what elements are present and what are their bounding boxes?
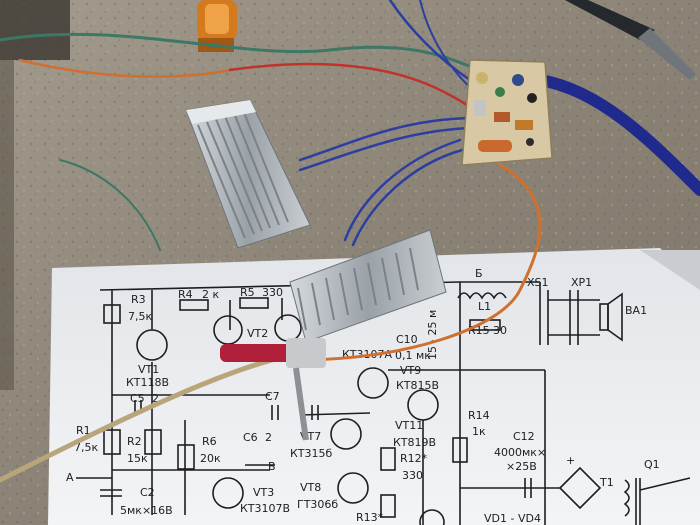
- label-R12-value: 330: [402, 469, 423, 482]
- label-C7: C7: [265, 390, 280, 403]
- label-R1-value: 7,5к: [74, 441, 98, 454]
- label-C12-value-1: 4000мк×: [494, 446, 546, 459]
- label-VT1: VT1: [138, 363, 159, 376]
- label-R14-value: 1к: [472, 425, 486, 438]
- label-VT8: VT8: [300, 481, 321, 494]
- label-B: В: [268, 460, 276, 473]
- heatsink-right: [289, 229, 447, 343]
- label-R14: R14: [468, 409, 490, 422]
- label-VT3-type: КТ3107В: [240, 502, 290, 515]
- label-R4: R4: [178, 288, 193, 301]
- label-R3-value: 7,5к: [128, 310, 152, 323]
- label-VT3: VT3: [253, 486, 274, 499]
- label-C2: C2: [140, 486, 155, 499]
- label-R15-value: 30: [493, 324, 507, 337]
- label-turns: 15 · 25 м: [426, 310, 439, 360]
- label-C5: C5: [130, 392, 145, 405]
- label-B-top: Б: [475, 267, 483, 280]
- label-VT2: VT2: [247, 327, 268, 340]
- label-R5-value: 330: [262, 286, 283, 299]
- label-C2-value: 5мк×16В: [120, 504, 173, 517]
- label-R12: R12*: [400, 452, 428, 465]
- label-VD: VD1 - VD4: [484, 512, 541, 525]
- heatsink-left: [185, 99, 311, 249]
- label-XS1: XS1: [527, 276, 549, 289]
- schematic-paper: [48, 248, 700, 525]
- label-VT8-type: ГТ306б: [297, 498, 338, 511]
- label-R4-value: 2 к: [202, 288, 219, 301]
- label-R2-value: 15к: [127, 452, 148, 465]
- label-VT11-type: КТ819В: [393, 436, 436, 449]
- schematic-labels: R3 7,5к R4 2 к R5 330 VT2 VT1 КТ118В C5 …: [66, 267, 660, 525]
- label-VT11: VT11: [395, 419, 423, 432]
- label-L1: L1: [478, 300, 491, 313]
- label-T1: T1: [599, 476, 614, 489]
- label-R6: R6: [202, 435, 217, 448]
- label-C5-value: 2: [152, 392, 159, 405]
- label-R3: R3: [131, 293, 146, 306]
- label-A: A: [66, 471, 74, 484]
- label-C10-value: 0,1 мк: [395, 349, 431, 362]
- label-R2: R2: [127, 435, 142, 448]
- label-C12-value-2: ×25В: [506, 460, 537, 473]
- label-XP1: XP1: [571, 276, 592, 289]
- label-VT1-type: КТ118В: [126, 376, 169, 389]
- label-R6-value: 20к: [200, 452, 221, 465]
- label-C6-value: 2: [265, 431, 272, 444]
- circuit-board: [461, 59, 553, 166]
- label-C10: C10: [396, 333, 418, 346]
- label-VT9-type: КТ815В: [396, 379, 439, 392]
- label-VT9: VT9: [400, 364, 421, 377]
- label-R13: R13*: [356, 511, 384, 524]
- label-C6: C6: [243, 431, 258, 444]
- label-R1: R1: [76, 424, 91, 437]
- label-BA1: BA1: [625, 304, 647, 317]
- fuse-holder: [197, 0, 237, 52]
- label-Q1: Q1: [644, 458, 660, 471]
- label-VT7-type: КТ315б: [290, 447, 333, 460]
- label-R5: R5: [240, 286, 255, 299]
- screwdriver: [565, 0, 696, 80]
- label-C12: C12: [513, 430, 535, 443]
- probe-clip: [220, 338, 326, 441]
- label-plus: +: [566, 454, 575, 467]
